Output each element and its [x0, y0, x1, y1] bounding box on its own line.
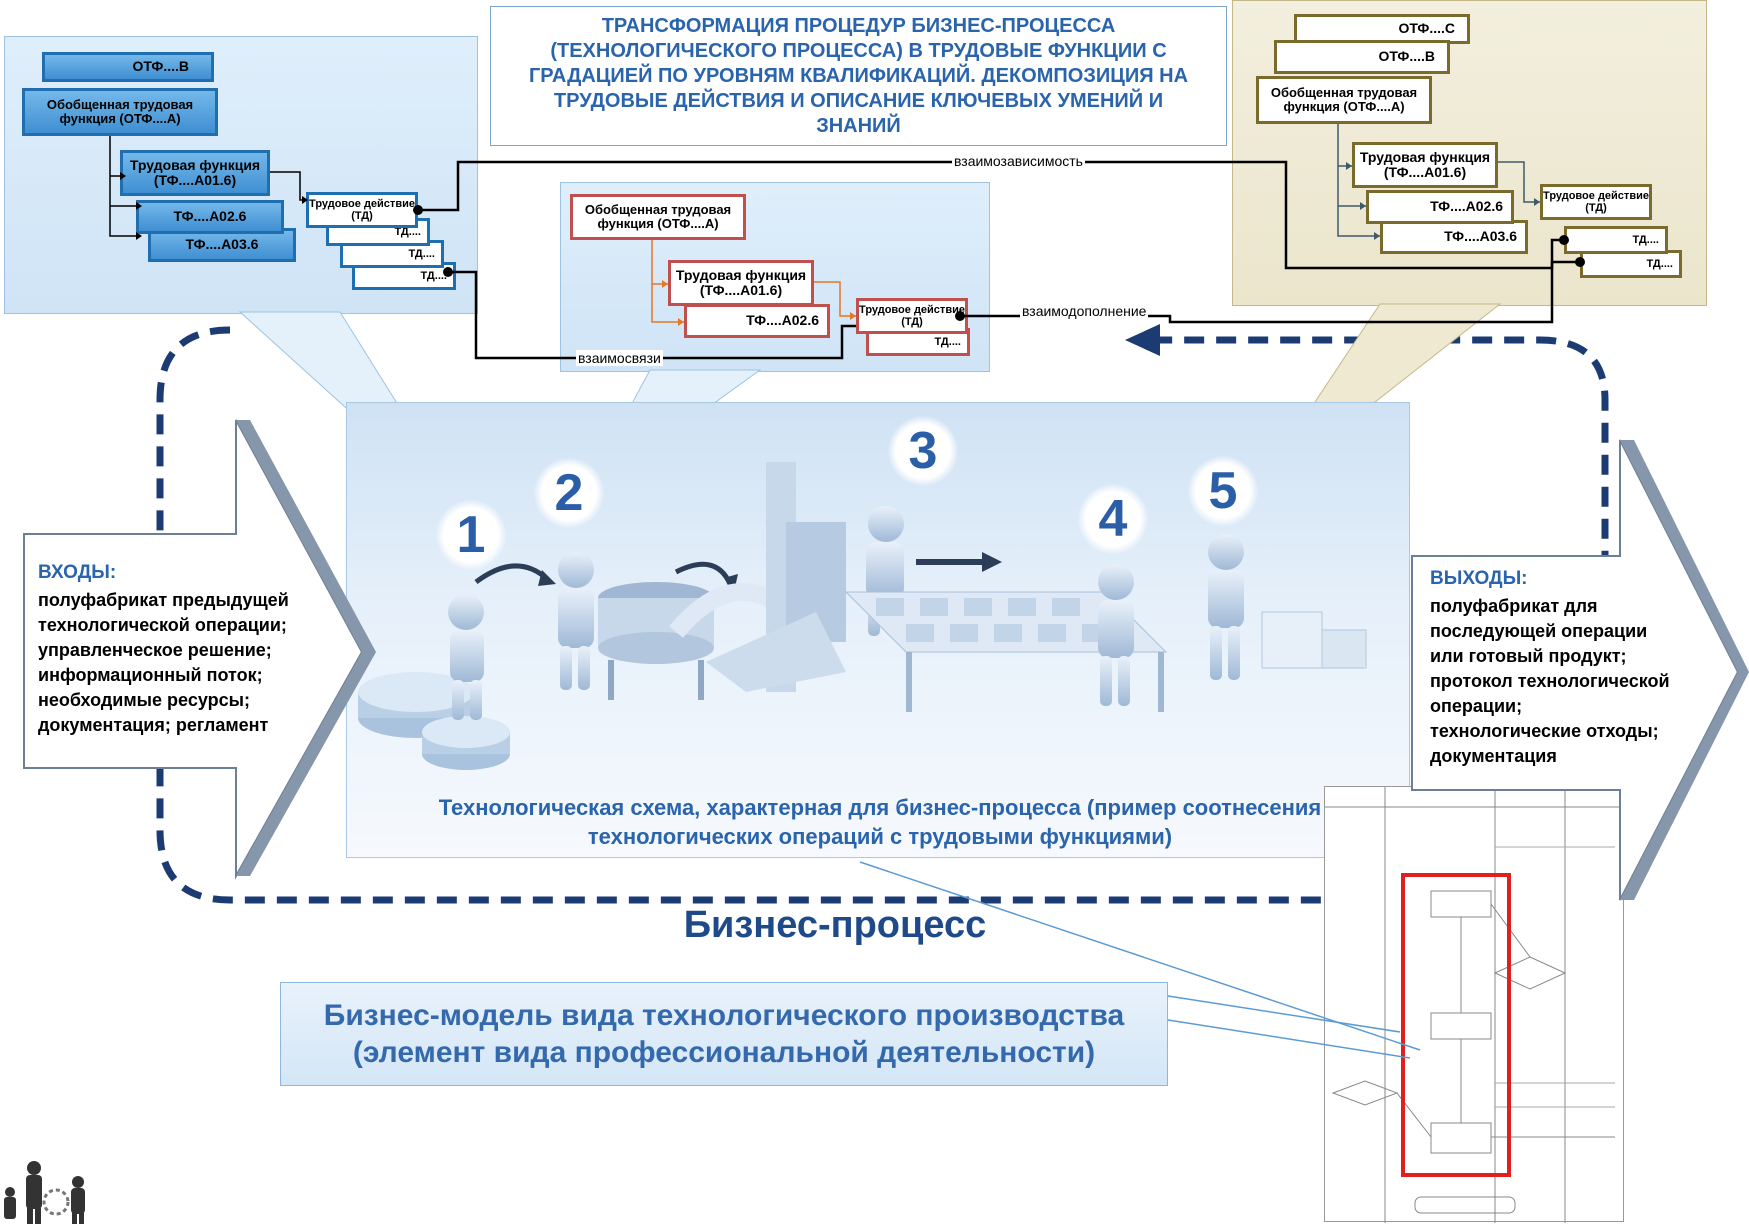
middle-otf-a[interactable]: Обобщенная трудовая функция (ОТФ....А) — [570, 194, 746, 240]
middle-tf-main[interactable]: Трудовая функция (ТФ....А01.6) — [668, 260, 814, 306]
middle-td-main[interactable]: Трудовое действие (ТД) — [856, 298, 968, 334]
title-text: ТРАНСФОРМАЦИЯ ПРОЦЕДУР БИЗНЕС-ПРОЦЕССА (… — [528, 14, 1189, 137]
outputs-line-1: полуфабрикат для — [1430, 596, 1598, 616]
inputs-line-1: полуфабрикат предыдущей — [38, 590, 289, 610]
inputs-heading: ВХОДЫ: — [38, 562, 117, 583]
inputs-line-2: технологической операции; — [38, 615, 287, 635]
inputs-line-3: управленческое решение; — [38, 640, 272, 660]
scheme-caption: Технологическая схема, характерная для б… — [360, 794, 1400, 851]
right-tf-3[interactable]: ТФ....А03.6 — [1380, 220, 1528, 254]
business-model-box: Бизнес-модель вида технологического прои… — [280, 982, 1168, 1086]
inputs-line-5: необходимые ресурсы; — [38, 690, 250, 710]
step-number-4: 4 — [1078, 484, 1148, 554]
title-box: ТРАНСФОРМАЦИЯ ПРОЦЕДУР БИЗНЕС-ПРОЦЕССА (… — [490, 6, 1227, 146]
right-td-main[interactable]: Трудовое действие (ТД) — [1540, 184, 1652, 220]
left-td-main[interactable]: Трудовое действие (ТД) — [306, 192, 418, 228]
right-otf-a[interactable]: Обобщенная трудовая функция (ОТФ....А) — [1256, 76, 1432, 124]
people-logo-icon — [4, 1161, 85, 1224]
business-model-line2: (элемент вида профессиональной деятельно… — [352, 1036, 1096, 1069]
step-number-5: 5 — [1188, 456, 1258, 526]
step-number-1: 1 — [436, 500, 506, 570]
scheme-caption-line2: технологических операций с трудовыми фун… — [587, 823, 1173, 849]
inputs-text: ВХОДЫ: полуфабрикат предыдущей технологи… — [38, 562, 328, 738]
label-relations: взаимосвязи — [576, 350, 663, 366]
scheme-caption-line1: Технологическая схема, характерная для б… — [438, 795, 1322, 820]
inputs-line-6: документация; регламент — [38, 715, 269, 735]
left-tf-2[interactable]: ТФ....А02.6 — [136, 200, 284, 234]
outputs-heading: ВЫХОДЫ: — [1430, 568, 1528, 589]
right-tf-main[interactable]: Трудовая функция (ТФ....А01.6) — [1352, 142, 1498, 188]
step-number-2: 2 — [534, 458, 604, 528]
outputs-line-4: протокол технологической — [1430, 671, 1670, 691]
label-complement: взаимодополнение — [1020, 303, 1149, 319]
outputs-line-5: операции; — [1430, 696, 1523, 716]
outputs-line-7: документация — [1430, 746, 1557, 766]
outputs-line-6: технологические отходы; — [1430, 721, 1659, 741]
business-model-line1: Бизнес-модель вида технологического прои… — [323, 998, 1125, 1032]
middle-tf-2[interactable]: ТФ....А02.6 — [684, 304, 830, 338]
business-process-label: Бизнес-процесс — [683, 904, 987, 946]
outputs-line-2: последующей операции — [1430, 621, 1648, 641]
production-line-illustration — [358, 462, 1367, 770]
bpmn-diagram-thumbnail — [1324, 786, 1625, 1223]
label-interdependence: взаимозависимость — [952, 153, 1085, 169]
outputs-line-3: или готовый продукт; — [1430, 646, 1627, 666]
inputs-line-4: информационный поток; — [38, 665, 263, 685]
outputs-text: ВЫХОДЫ: полуфабрикат для последующей опе… — [1430, 568, 1710, 769]
right-tf-2[interactable]: ТФ....А02.6 — [1366, 190, 1514, 224]
right-otf-b[interactable]: ОТФ....В — [1274, 40, 1450, 74]
step-number-3: 3 — [888, 416, 958, 486]
left-otf-b[interactable]: ОТФ....В — [42, 52, 214, 82]
left-otf-a[interactable]: Обобщенная трудовая функция (ОТФ....А) — [22, 88, 218, 136]
